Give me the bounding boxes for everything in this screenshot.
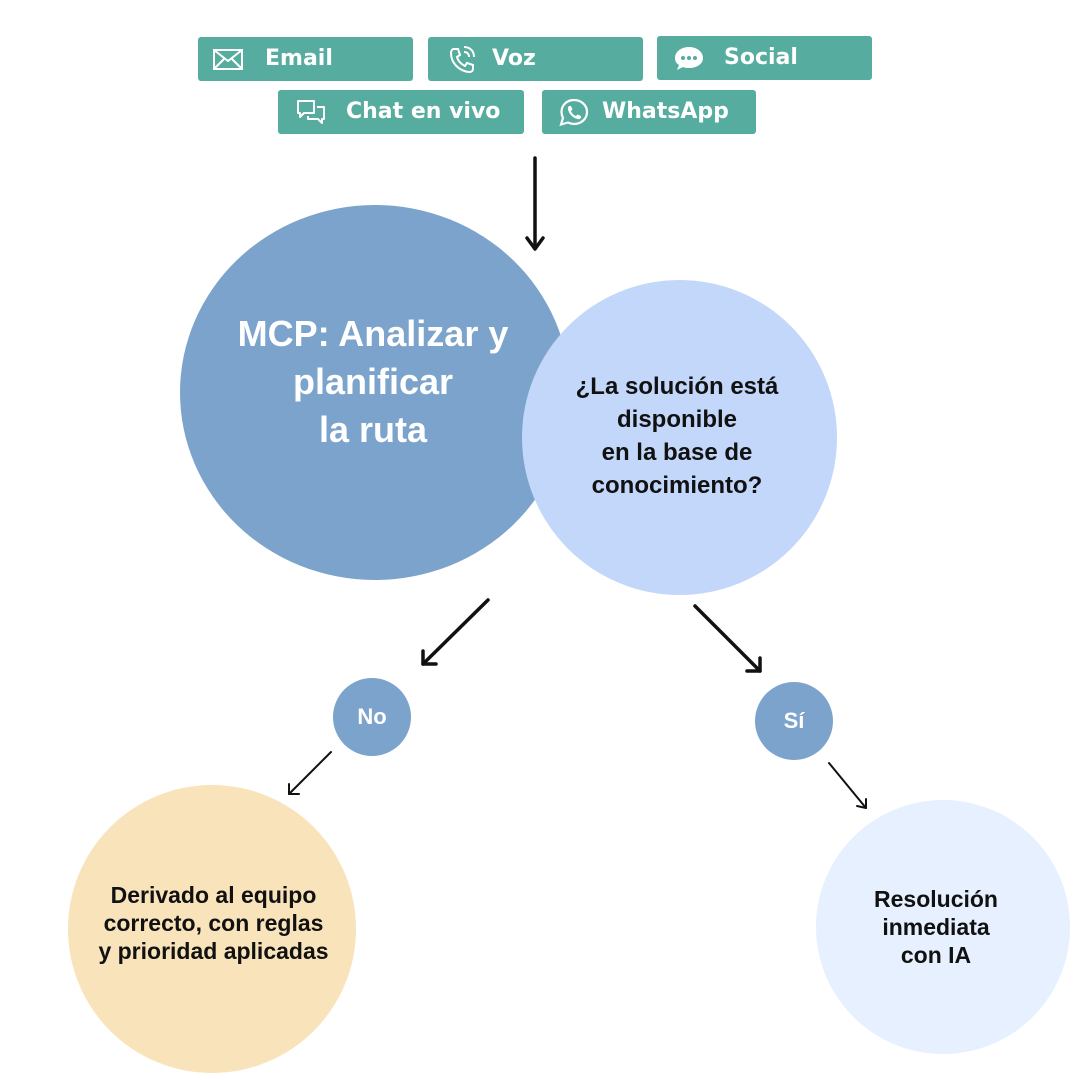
chat-bubbles-icon bbox=[295, 97, 327, 127]
mcp-analyze-node: MCP: Analizar y planificar la ruta bbox=[180, 205, 570, 580]
decision-si-label: Sí bbox=[783, 708, 805, 733]
arrow-channels-to-mcp bbox=[525, 156, 545, 251]
resolucion-node: Resolución inmediata con IA bbox=[816, 800, 1070, 1054]
arrow-mcp-to-no bbox=[421, 598, 490, 666]
channel-label: Social bbox=[724, 45, 798, 70]
knowledge-base-question-label: ¿La solución está disponible en la base … bbox=[575, 373, 779, 499]
arrow-no-to-derivado bbox=[288, 751, 332, 795]
decision-si-node: Sí bbox=[755, 682, 833, 760]
channel-label: Chat en vivo bbox=[346, 99, 501, 124]
derivado-label: Derivado al equipo correcto, con reglas … bbox=[98, 882, 329, 964]
decision-no-label: No bbox=[357, 704, 387, 729]
arrow-si-to-resolucion bbox=[828, 762, 867, 809]
channel-chat: Chat en vivo bbox=[278, 90, 524, 134]
channel-label: Email bbox=[265, 46, 333, 71]
channel-label: Voz bbox=[492, 46, 536, 71]
speech-bubble-icon bbox=[673, 43, 705, 73]
arrow-question-to-si bbox=[693, 604, 762, 673]
envelope-icon bbox=[212, 44, 244, 74]
whatsapp-icon bbox=[558, 97, 590, 127]
channel-label: WhatsApp bbox=[602, 99, 729, 124]
resolucion-label: Resolución inmediata con IA bbox=[874, 886, 998, 968]
phone-icon bbox=[446, 44, 478, 74]
derivado-node: Derivado al equipo correcto, con reglas … bbox=[68, 785, 356, 1073]
knowledge-base-question-node: ¿La solución está disponible en la base … bbox=[522, 280, 837, 595]
mcp-analyze-label: MCP: Analizar y planificar la ruta bbox=[237, 312, 509, 450]
channel-whatsapp: WhatsApp bbox=[542, 90, 756, 134]
decision-no-node: No bbox=[333, 678, 411, 756]
channel-social: Social bbox=[657, 36, 872, 80]
channel-voz: Voz bbox=[428, 37, 643, 81]
channel-email: Email bbox=[198, 37, 413, 81]
